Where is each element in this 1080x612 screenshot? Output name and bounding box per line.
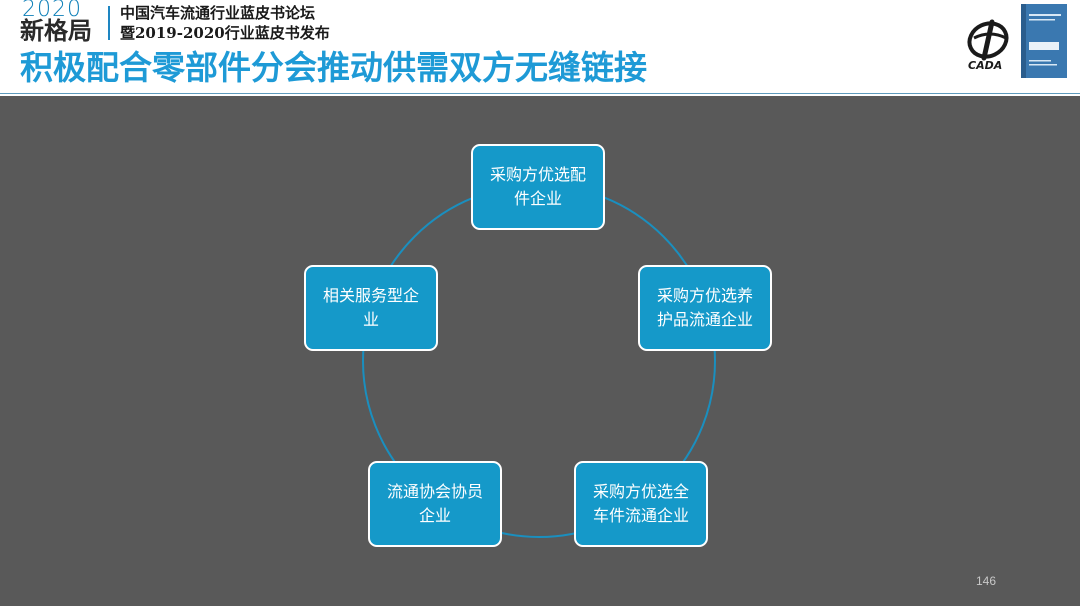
- blue-book-cover-icon: [1021, 4, 1067, 78]
- page-number: 146: [976, 574, 997, 588]
- cycle-node-maintenance-distributors: 采购方优选养护品流通企业: [638, 265, 772, 351]
- cycle-node-parts-suppliers: 采购方优选配件企业: [471, 144, 605, 230]
- node-label: 流通协会协员企业: [386, 482, 483, 525]
- node-label: 相关服务型企业: [322, 286, 419, 329]
- forum-title-line2: 暨2019-2020行业蓝皮书发布: [120, 24, 330, 42]
- logo-year: 2020: [22, 0, 82, 22]
- logo-word: 新格局: [20, 17, 92, 45]
- header-divider: [108, 6, 110, 40]
- node-label: 采购方优选全车件流通企业: [592, 482, 689, 525]
- node-label: 采购方优选养护品流通企业: [656, 286, 753, 329]
- cada-logo-icon: CADA: [967, 19, 1009, 72]
- forum-title-line1: 中国汽车流通行业蓝皮书论坛: [120, 4, 316, 22]
- slide-header: 2020 新格局 中国汽车流通行业蓝皮书论坛 暨2019-2020行业蓝皮书发布…: [0, 0, 1080, 95]
- cycle-node-service-enterprises: 相关服务型企业: [304, 265, 438, 351]
- diagram-stage: 采购方优选配件企业 采购方优选养护品流通企业 采购方优选全车件流通企业 流通协会…: [0, 96, 1080, 606]
- cycle-node-association-members: 流通协会协员企业: [368, 461, 502, 547]
- page-title: 积极配合零部件分会推动供需双方无缝链接: [20, 48, 647, 87]
- header-rule: [0, 93, 1080, 94]
- brand-logo-text: CADA: [968, 59, 1002, 72]
- cycle-node-full-vehicle-parts-distributors: 采购方优选全车件流通企业: [574, 461, 708, 547]
- bottom-strip: [0, 606, 1080, 612]
- node-label: 采购方优选配件企业: [489, 165, 586, 208]
